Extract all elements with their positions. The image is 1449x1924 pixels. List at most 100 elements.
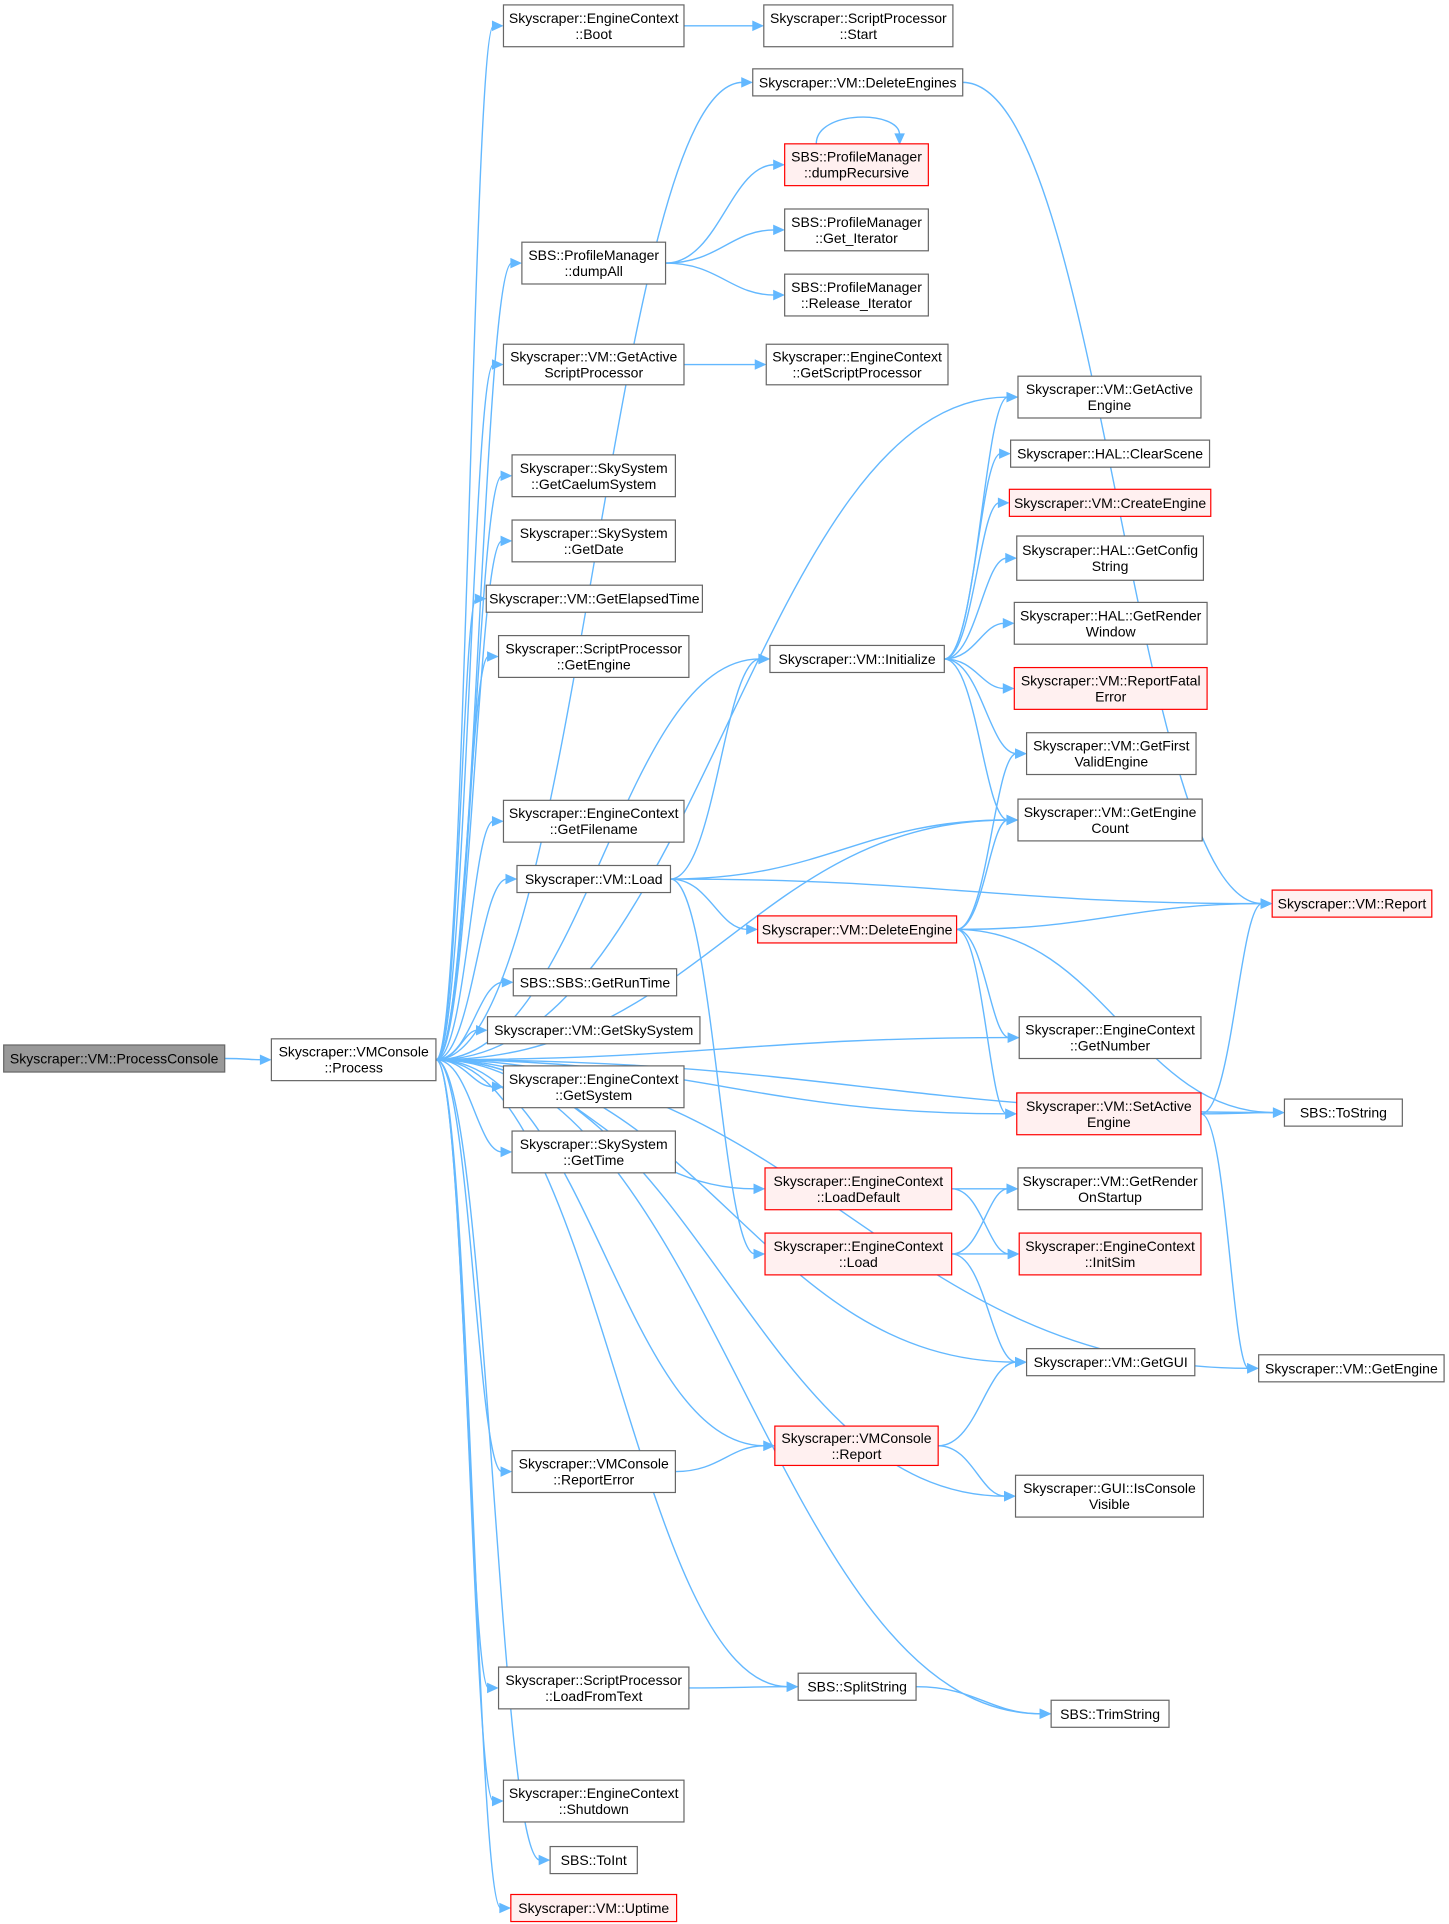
- node-box[interactable]: [784, 208, 929, 252]
- node-box[interactable]: [784, 273, 929, 317]
- node-box[interactable]: [1013, 666, 1208, 710]
- node-box[interactable]: [1010, 439, 1211, 468]
- node-ec_getsp[interactable]: Skyscraper::EngineContext::GetScriptProc…: [765, 343, 949, 386]
- node-box[interactable]: [769, 644, 945, 674]
- node-box[interactable]: [1017, 1167, 1203, 1211]
- node-box[interactable]: [1016, 535, 1205, 581]
- node-box[interactable]: [1283, 1098, 1403, 1127]
- node-ss_gettime[interactable]: Skyscraper::SkySystem::GetTime: [511, 1130, 676, 1174]
- node-ec_getsystem[interactable]: Skyscraper::EngineContext::GetSystem: [502, 1065, 685, 1109]
- node-vm_uptime[interactable]: Skyscraper::VM::Uptime: [510, 1893, 678, 1923]
- node-ec_boot[interactable]: Skyscraper::EngineContext::Boot: [502, 4, 685, 48]
- node-vm_load[interactable]: Skyscraper::VM::Load: [516, 864, 672, 894]
- node-box[interactable]: [502, 4, 685, 48]
- node-box[interactable]: [764, 1167, 953, 1211]
- node-ec_initsim[interactable]: Skyscraper::EngineContext::InitSim: [1018, 1232, 1202, 1276]
- node-vm_deleteengines[interactable]: Skyscraper::VM::DeleteEngines: [752, 68, 964, 97]
- node-ss_getcaelum[interactable]: Skyscraper::SkySystem::GetCaelumSystem: [511, 454, 676, 498]
- node-sbs_getruntime[interactable]: SBS::SBS::GetRunTime: [512, 968, 678, 997]
- node-pm_getiterator[interactable]: SBS::ProfileManager::Get_Iterator: [784, 208, 929, 252]
- node-box[interactable]: [502, 799, 685, 843]
- node-box[interactable]: [497, 1666, 690, 1710]
- node-box[interactable]: [1018, 1016, 1202, 1060]
- node-ec_shutdown[interactable]: Skyscraper::EngineContext::Shutdown: [502, 1779, 685, 1823]
- node-box[interactable]: [763, 4, 954, 48]
- node-box[interactable]: [1013, 601, 1208, 645]
- node-box[interactable]: [549, 1845, 638, 1875]
- node-vmconsole_reporterror[interactable]: Skyscraper::VMConsole::ReportError: [511, 1450, 676, 1494]
- node-box[interactable]: [502, 343, 685, 386]
- node-box[interactable]: [764, 1232, 953, 1276]
- node-vm_getelapsedtime[interactable]: Skyscraper::VM::GetElapsedTime: [485, 584, 703, 613]
- node-ss_getdate[interactable]: Skyscraper::SkySystem::GetDate: [511, 519, 676, 563]
- node-ec_getfilename[interactable]: Skyscraper::EngineContext::GetFilename: [502, 799, 685, 843]
- node-box[interactable]: [3, 1044, 226, 1073]
- node-box[interactable]: [521, 241, 667, 285]
- node-pm_releaseiterator[interactable]: SBS::ProfileManager::Release_Iterator: [784, 273, 929, 317]
- node-ec_loaddefault[interactable]: Skyscraper::EngineContext::LoadDefault: [764, 1167, 953, 1211]
- node-sp_loadfromtext[interactable]: Skyscraper::ScriptProcessor::LoadFromTex…: [497, 1666, 690, 1710]
- node-box[interactable]: [1014, 1474, 1205, 1518]
- node-box[interactable]: [757, 915, 958, 944]
- node-box[interactable]: [774, 1425, 939, 1467]
- node-box[interactable]: [1018, 1232, 1202, 1276]
- node-box[interactable]: [1008, 488, 1212, 517]
- node-pm_dumpall[interactable]: SBS::ProfileManager::dumpAll: [521, 241, 667, 285]
- node-vmconsole_process[interactable]: Skyscraper::VMConsole::Process: [270, 1038, 437, 1082]
- node-vm_getskysystem[interactable]: Skyscraper::VM::GetSkySystem: [486, 1016, 701, 1045]
- node-sp_getengine[interactable]: Skyscraper::ScriptProcessor::GetEngine: [497, 634, 690, 678]
- node-pm_dumprecursive[interactable]: SBS::ProfileManager::dumpRecursive: [784, 143, 929, 187]
- node-box[interactable]: [511, 1130, 676, 1174]
- node-box[interactable]: [752, 68, 964, 97]
- node-vm_initialize[interactable]: Skyscraper::VM::Initialize: [769, 644, 945, 674]
- node-vm_report[interactable]: Skyscraper::VM::Report: [1271, 889, 1433, 918]
- node-sbs_toint[interactable]: SBS::ToInt: [549, 1845, 638, 1875]
- node-box[interactable]: [1271, 889, 1433, 918]
- node-hal_clearscene[interactable]: Skyscraper::HAL::ClearScene: [1010, 439, 1211, 468]
- node-sbs_tostring[interactable]: SBS::ToString: [1283, 1098, 1403, 1127]
- node-box[interactable]: [502, 1779, 685, 1823]
- node-box[interactable]: [486, 1016, 701, 1045]
- node-processconsole[interactable]: Skyscraper::VM::ProcessConsole: [3, 1044, 226, 1073]
- node-box[interactable]: [270, 1038, 437, 1082]
- node-box[interactable]: [497, 634, 690, 678]
- node-box[interactable]: [1025, 1348, 1196, 1377]
- node-vm_deleteengine[interactable]: Skyscraper::VM::DeleteEngine: [757, 915, 958, 944]
- node-box[interactable]: [512, 968, 678, 997]
- node-box[interactable]: [502, 1065, 685, 1109]
- node-box[interactable]: [1258, 1354, 1445, 1383]
- node-ec_load[interactable]: Skyscraper::EngineContext::Load: [764, 1232, 953, 1276]
- node-box[interactable]: [511, 454, 676, 498]
- node-sbs_splitstring[interactable]: SBS::SplitString: [797, 1672, 917, 1701]
- node-box[interactable]: [485, 584, 703, 613]
- node-vm_createengine[interactable]: Skyscraper::VM::CreateEngine: [1008, 488, 1212, 517]
- node-box[interactable]: [797, 1672, 917, 1701]
- node-sbs_trimstring[interactable]: SBS::TrimString: [1050, 1699, 1170, 1728]
- node-box[interactable]: [1017, 375, 1202, 419]
- node-box[interactable]: [1025, 732, 1197, 776]
- node-box[interactable]: [511, 519, 676, 563]
- node-box[interactable]: [1017, 798, 1203, 842]
- node-vm_getgui[interactable]: Skyscraper::VM::GetGUI: [1025, 1348, 1196, 1377]
- node-sp_start[interactable]: Skyscraper::ScriptProcessor::Start: [763, 4, 954, 48]
- node-vm_getengine[interactable]: Skyscraper::VM::GetEngine: [1258, 1354, 1445, 1383]
- node-vmconsole_report[interactable]: Skyscraper::VMConsole::Report: [774, 1425, 939, 1467]
- node-box[interactable]: [765, 343, 949, 386]
- node-box[interactable]: [1016, 1092, 1202, 1136]
- node-box[interactable]: [511, 1450, 676, 1494]
- node-box[interactable]: [516, 864, 672, 894]
- node-box[interactable]: [784, 143, 929, 187]
- node-box[interactable]: [1050, 1699, 1170, 1728]
- node-ec_getnumber[interactable]: Skyscraper::EngineContext::GetNumber: [1018, 1016, 1202, 1060]
- node-box[interactable]: [510, 1893, 678, 1923]
